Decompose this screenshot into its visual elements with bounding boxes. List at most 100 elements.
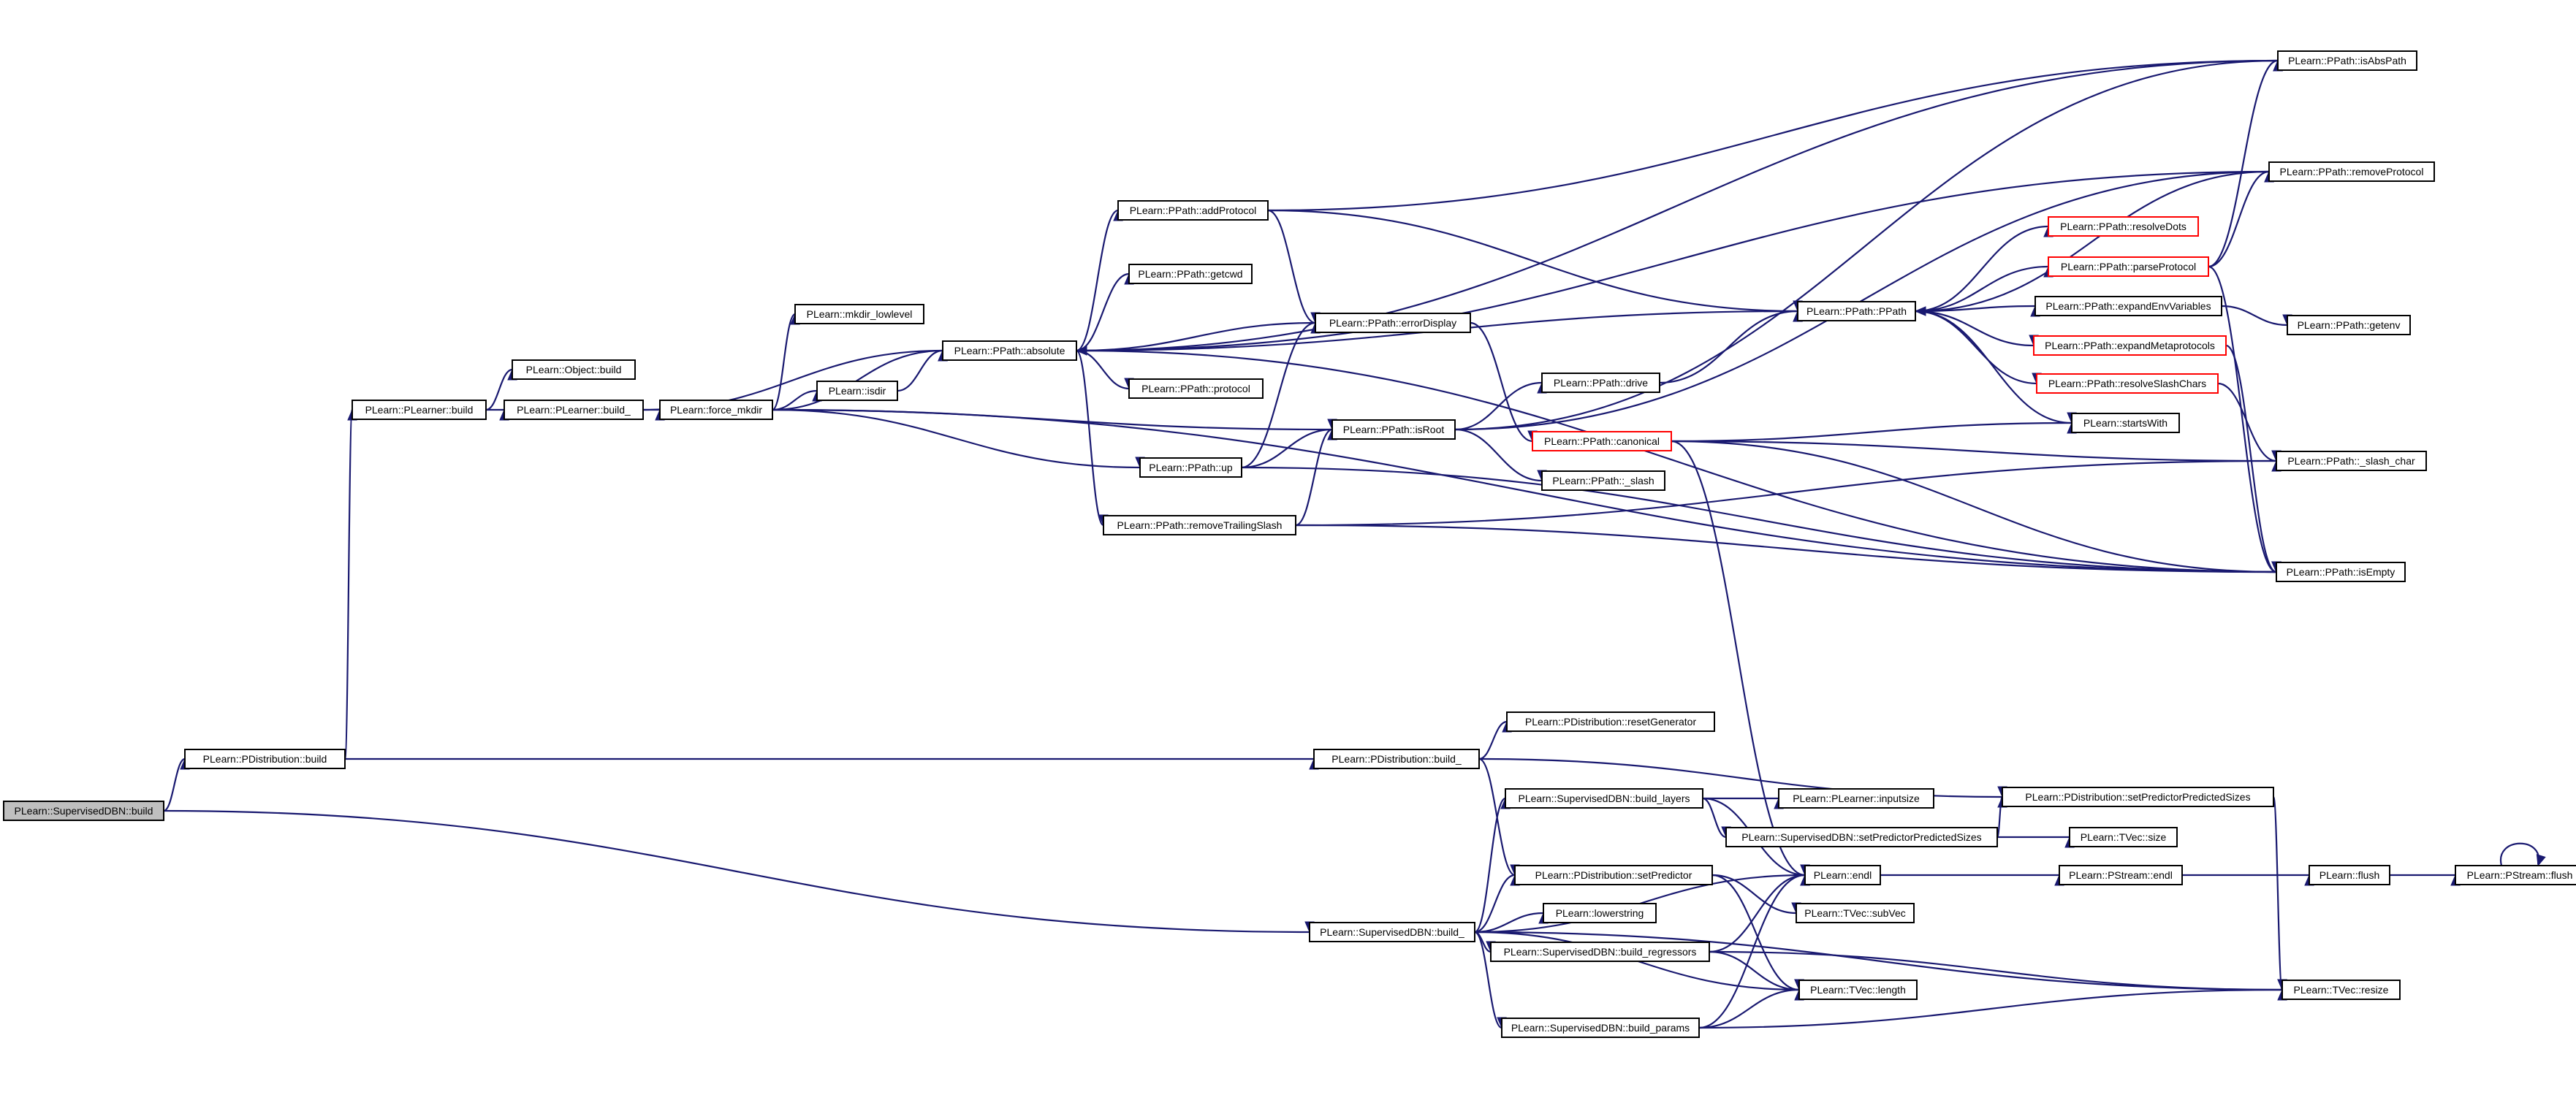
call-nodes: PLearn::SupervisedDBN::buildPLearn::PDis… xyxy=(3,50,2576,1038)
edge-sdbn-build-to-sdbn-build- xyxy=(163,809,1315,934)
node-addprotocol[interactable]: PLearn::PPath::addProtocol xyxy=(1117,200,1269,221)
node-resolvedots[interactable]: PLearn::PPath::resolveDots xyxy=(2048,216,2199,237)
node-mkdir-lowlevel[interactable]: PLearn::mkdir_lowlevel xyxy=(794,304,924,324)
node-build-regressors[interactable]: PLearn::SupervisedDBN::build_regressors xyxy=(1490,942,1710,962)
node-box xyxy=(1139,457,1242,478)
edge-line xyxy=(1671,440,2277,462)
node-label: PLearn::PPath::up xyxy=(1149,462,1233,473)
node-protocol[interactable]: PLearn::PPath::protocol xyxy=(1128,378,1264,399)
node-box xyxy=(2277,50,2417,71)
node-up[interactable]: PLearn::PPath::up xyxy=(1139,457,1242,478)
node-plearner-build-[interactable]: PLearn::PLearner::build_ xyxy=(504,400,644,420)
node-isempty[interactable]: PLearn::PPath::isEmpty xyxy=(2276,562,2406,582)
node-label: PLearn::PDistribution::setPredictor xyxy=(1535,869,1692,881)
node-isabspath[interactable]: PLearn::PPath::isAbsPath xyxy=(2277,50,2417,71)
node-tvec-length[interactable]: PLearn::TVec::length xyxy=(1798,980,1918,1000)
node-tvec-resize[interactable]: PLearn::TVec::resize xyxy=(2281,980,2401,1000)
node-label: PLearn::SupervisedDBN::build_params xyxy=(1511,1022,1690,1034)
edge-line xyxy=(1709,950,1800,991)
node-absolute[interactable]: PLearn::PPath::absolute xyxy=(942,340,1077,361)
node-label: PLearn::PDistribution::build_ xyxy=(1331,753,1462,765)
node-label: PLearn::PPath::isAbsPath xyxy=(2288,55,2406,66)
edge-line xyxy=(1698,988,1800,1029)
node-expandenvvariables[interactable]: PLearn::PPath::expandEnvVariables xyxy=(2034,296,2222,316)
node-slash-char[interactable]: PLearn::PPath::_slash_char xyxy=(2276,451,2427,471)
node-box xyxy=(2281,980,2401,1000)
node-label: PLearn::PPath::expandMetaprotocols xyxy=(2045,340,2215,351)
edge-line xyxy=(1698,874,1806,1029)
node-box xyxy=(942,340,1077,361)
node-parseprotocol[interactable]: PLearn::PPath::parseProtocol xyxy=(2048,256,2209,277)
node-setpredictorpredictedsizes-pd[interactable]: PLearn::PDistribution::setPredictorPredi… xyxy=(2002,787,2274,807)
edge-line xyxy=(1241,321,1316,469)
edge-force-mkdir-to-mkdir-lowlevel xyxy=(772,313,800,411)
node-box xyxy=(1541,373,1660,393)
edge-line xyxy=(1659,310,1798,384)
node-label: PLearn::lowerstring xyxy=(1556,907,1644,919)
node-flush[interactable]: PLearn::flush xyxy=(2309,865,2390,885)
node-setpredictorpredictedsizes-sd[interactable]: PLearn::SupervisedDBN::setPredictorPredi… xyxy=(1725,827,1998,847)
node-plearner-build[interactable]: PLearn::PLearner::build xyxy=(352,400,487,420)
node-label: PLearn::PLearner::build xyxy=(365,404,474,416)
node-endl[interactable]: PLearn::endl xyxy=(1804,865,1881,885)
node-resetgenerator[interactable]: PLearn::PDistribution::resetGenerator xyxy=(1506,711,1715,732)
node-canonical[interactable]: PLearn::PPath::canonical xyxy=(1532,431,1672,451)
edge-line xyxy=(1702,797,1727,839)
node-label: PLearn::TVec::subVec xyxy=(1804,907,1906,919)
node-pstream-endl[interactable]: PLearn::PStream::endl xyxy=(2059,865,2183,885)
node-object-build[interactable]: PLearn::Object::build xyxy=(512,359,636,380)
node-subvec[interactable]: PLearn::TVec::subVec xyxy=(1796,903,1915,923)
node-box xyxy=(1331,419,1456,440)
node-label: PLearn::PPath::isRoot xyxy=(1343,424,1445,435)
node-build-params[interactable]: PLearn::SupervisedDBN::build_params xyxy=(1501,1018,1700,1038)
node-build-layers[interactable]: PLearn::SupervisedDBN::build_layers xyxy=(1505,788,1703,809)
edge-line xyxy=(1295,459,2277,527)
node-tvec-size[interactable]: PLearn::TVec::size xyxy=(2069,827,2178,847)
node-sdbn-build-[interactable]: PLearn::SupervisedDBN::build_ xyxy=(1309,922,1475,942)
node-sdbn-build[interactable]: PLearn::SupervisedDBN::build xyxy=(3,801,164,821)
node-label: PLearn::PStream::flush xyxy=(2467,869,2573,881)
edge-line xyxy=(2225,344,2277,573)
edge-line xyxy=(1915,310,2072,424)
node-box xyxy=(184,749,346,769)
node-label: PLearn::SupervisedDBN::build_regressors xyxy=(1504,946,1697,958)
node-startswith[interactable]: PLearn::startsWith xyxy=(2071,413,2180,433)
node-isroot[interactable]: PLearn::PPath::isRoot xyxy=(1331,419,1456,440)
node-drive[interactable]: PLearn::PPath::drive xyxy=(1541,373,1660,393)
node-expandmetaprotocols[interactable]: PLearn::PPath::expandMetaprotocols xyxy=(2033,335,2227,356)
edge-line xyxy=(1474,797,1506,934)
node-box xyxy=(1505,788,1703,809)
node-force-mkdir[interactable]: PLearn::force_mkdir xyxy=(659,400,773,420)
node-ppath[interactable]: PLearn::PPath::PPath xyxy=(1797,301,1916,321)
node-label: PLearn::PPath::canonical xyxy=(1544,435,1660,447)
node-inputsize[interactable]: PLearn::PLearner::inputsize xyxy=(1778,788,1934,809)
node-removetrailingslash[interactable]: PLearn::PPath::removeTrailingSlash xyxy=(1103,515,1296,535)
node-setpredictor[interactable]: PLearn::PDistribution::setPredictor xyxy=(1514,865,1713,885)
node-pdist-build-[interactable]: PLearn::PDistribution::build_ xyxy=(1313,749,1480,769)
edge-build-regressors-to-tvec-resize xyxy=(1709,950,2287,991)
node-getenv[interactable]: PLearn::PPath::getenv xyxy=(2287,315,2411,335)
node-removeprotocol[interactable]: PLearn::PPath::removeProtocol xyxy=(2268,161,2435,182)
node-pdist-build[interactable]: PLearn::PDistribution::build xyxy=(184,749,346,769)
edge-line xyxy=(1454,59,2279,431)
node-box xyxy=(1543,903,1657,923)
node-errordisplay[interactable]: PLearn::PPath::errorDisplay xyxy=(1315,313,1471,333)
edge-expandmetaprotocols-to-isempty xyxy=(2225,344,2281,573)
edge-line xyxy=(2221,305,2288,327)
node-label: PLearn::PPath::_slash_char xyxy=(2287,455,2415,467)
node-box xyxy=(2455,865,2576,885)
edge-line xyxy=(1915,170,2270,313)
node-label: PLearn::PPath::removeTrailingSlash xyxy=(1117,519,1283,531)
node-label: PLearn::TVec::length xyxy=(1810,984,1906,996)
edge-pdist-build--to-setpredictor xyxy=(1478,757,1520,877)
edge-line xyxy=(1915,310,2037,385)
node-lowerstring[interactable]: PLearn::lowerstring xyxy=(1543,903,1657,923)
node-getcwd[interactable]: PLearn::PPath::getcwd xyxy=(1128,264,1253,284)
node-label: PLearn::isdir xyxy=(829,385,886,397)
node-slash[interactable]: PLearn::PPath::_slash xyxy=(1541,470,1665,491)
node-resolveslashchars[interactable]: PLearn::PPath::resolveSlashChars xyxy=(2036,373,2219,394)
node-isdir[interactable]: PLearn::isdir xyxy=(816,381,898,401)
node-pstream-flush[interactable]: PLearn::PStream::flush xyxy=(2455,865,2576,885)
edge-removetrailingslash-to-isempty xyxy=(1295,524,2281,573)
